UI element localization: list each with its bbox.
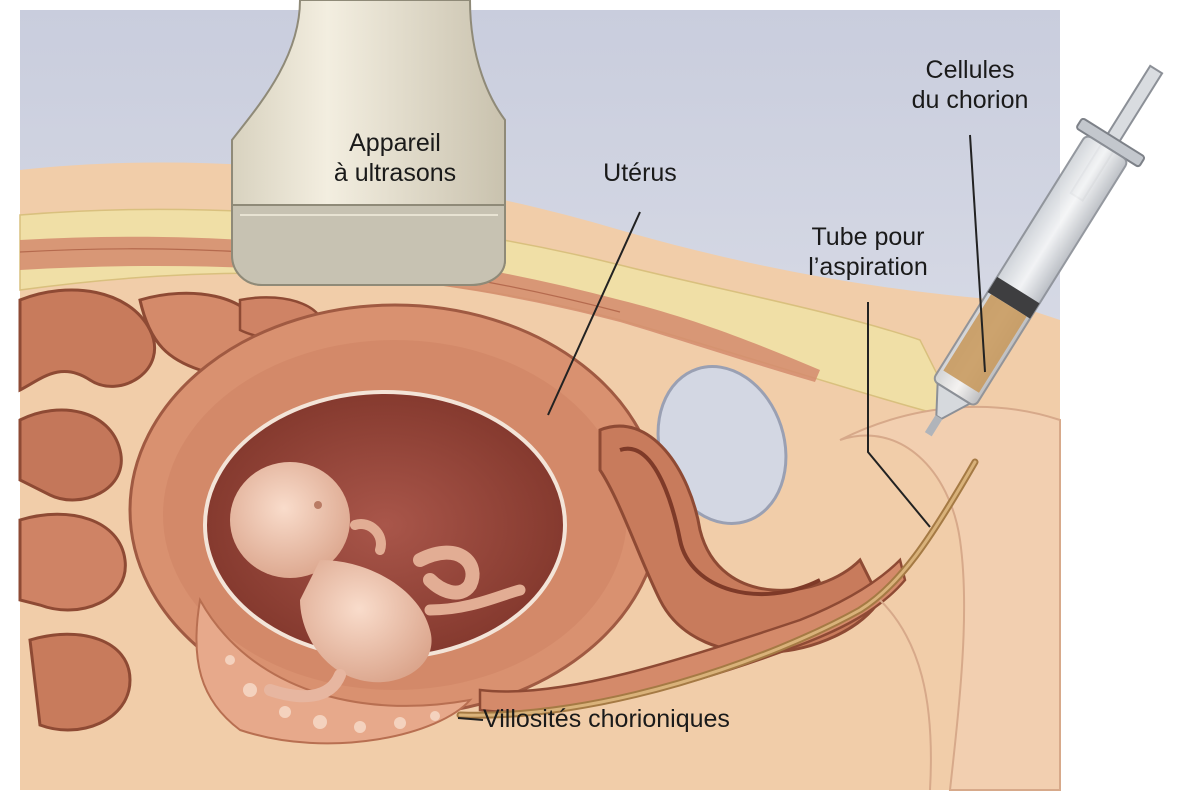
- label-chorion-cells: Cellules du chorion: [880, 55, 1060, 115]
- label-aspiration-tube: Tube pour l’aspiration: [778, 222, 958, 282]
- label-chorionic-villi: Villosités chorioniques: [483, 704, 813, 734]
- label-uterus: Utérus: [570, 158, 710, 188]
- label-ultrasound-probe: Appareil à ultrasons: [305, 128, 485, 188]
